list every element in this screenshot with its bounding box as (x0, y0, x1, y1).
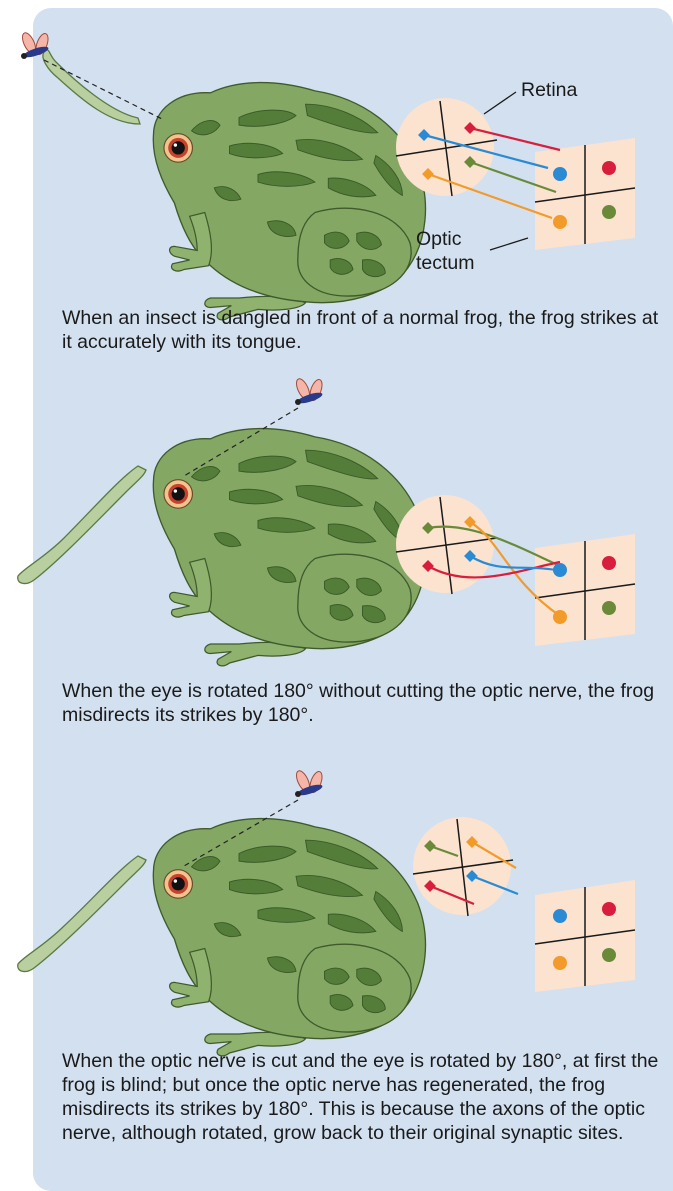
tectum-3 (535, 880, 635, 992)
fly-2 (294, 377, 325, 406)
retina-leader (484, 92, 516, 114)
retina-label: Retina (521, 79, 577, 102)
optic-tectum-label-line1: Optic (416, 228, 462, 251)
caption-panel-1: When an insect is dangled in front of a … (62, 306, 662, 354)
caption-panel-2: When the eye is rotated 180° without cut… (62, 679, 662, 727)
frog-2 (18, 429, 426, 666)
fly-3 (294, 769, 325, 798)
tectum-1 (535, 138, 635, 250)
optic-tectum-label-line2: tectum (416, 252, 475, 275)
frog-3 (18, 819, 426, 1056)
tectum-2 (535, 534, 635, 646)
caption-panel-3: When the optic nerve is cut and the eye … (62, 1049, 662, 1145)
retina-2 (396, 495, 497, 594)
frog-1 (43, 50, 426, 320)
tectum-leader (490, 238, 528, 250)
retina-3 (413, 817, 513, 916)
